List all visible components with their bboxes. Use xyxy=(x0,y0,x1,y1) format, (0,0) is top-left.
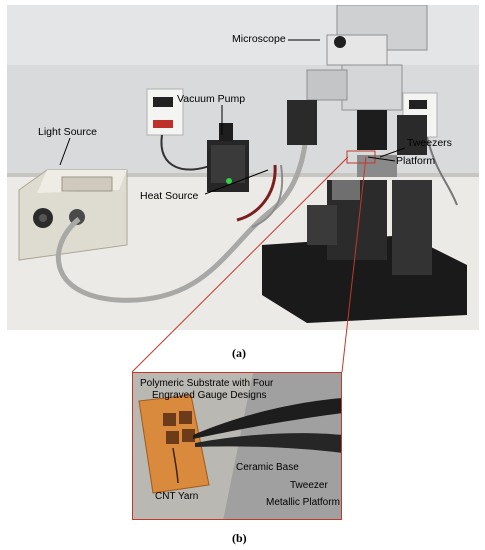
sample-zoom-illustration xyxy=(133,373,341,519)
label-tweezers: Tweezers xyxy=(407,137,452,149)
label-tweezer: Tweezer xyxy=(290,480,328,491)
light-source-device xyxy=(18,169,128,261)
label-light-source: Light Source xyxy=(38,126,97,138)
tweezer-tips xyxy=(193,398,341,453)
polymeric-substrate xyxy=(138,394,210,494)
microscope-device xyxy=(287,5,428,155)
label-substrate-line1: Polymeric Substrate with Four xyxy=(140,378,274,389)
label-ceramic-base: Ceramic Base xyxy=(236,462,299,473)
cnt-yarn xyxy=(172,447,179,484)
caption-b: (b) xyxy=(232,531,247,545)
label-platform: Platform xyxy=(396,155,436,167)
lab-setup-photo xyxy=(7,5,479,330)
label-microscope: Microscope xyxy=(232,33,286,45)
label-vacuum-pump: Vacuum Pump xyxy=(177,93,246,105)
label-substrate-line2: Engraved Gauge Designs xyxy=(152,390,267,401)
sample-zoom-photo xyxy=(132,372,342,520)
wall-socket-left xyxy=(146,88,184,136)
lab-setup-illustration xyxy=(7,5,479,330)
label-metallic-platform: Metallic Platform xyxy=(266,497,340,508)
label-heat-source: Heat Source xyxy=(140,190,199,202)
caption-a: (a) xyxy=(232,346,246,360)
label-cnt-yarn: CNT Yarn xyxy=(155,491,199,502)
